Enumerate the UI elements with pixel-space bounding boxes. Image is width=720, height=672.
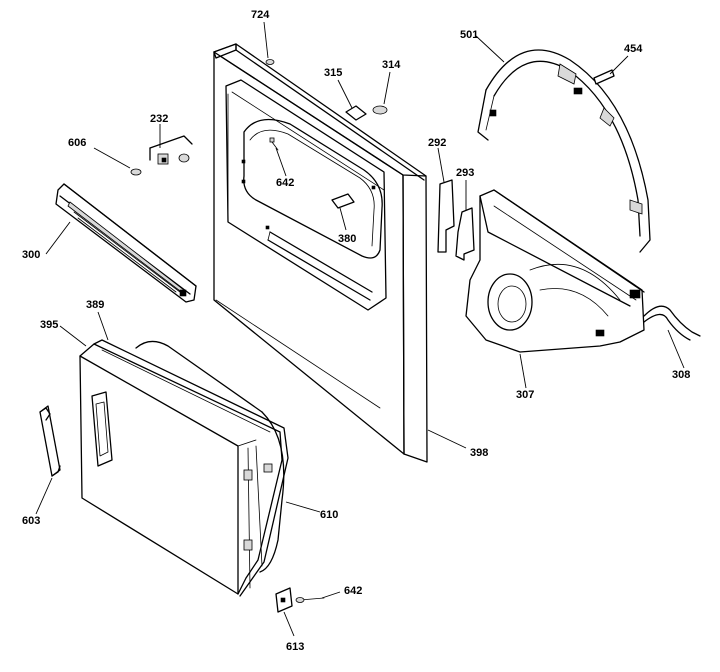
fasteners: [265, 59, 388, 209]
label-603: 603: [22, 515, 40, 527]
label-232: 232: [150, 113, 168, 125]
door-handle: [39, 405, 61, 477]
door-strike-parts: [275, 587, 325, 613]
label-613: 613: [286, 641, 304, 653]
leader-lines: [35, 21, 685, 637]
part-labels: 724 315 314 501 454 232 606 292 293 642 …: [22, 9, 690, 653]
label-300: 300: [22, 249, 40, 261]
label-315: 315: [324, 67, 342, 79]
label-642-lower: 642: [344, 585, 362, 597]
retaining-clip: [593, 69, 615, 85]
door-assembly: [79, 339, 289, 597]
label-308: 308: [672, 369, 690, 381]
wire-harness: [643, 305, 701, 341]
label-606: 606: [68, 137, 86, 149]
label-610: 610: [320, 509, 338, 521]
label-724: 724: [251, 9, 270, 21]
front-bulkhead: [465, 189, 645, 353]
label-314: 314: [382, 59, 401, 71]
label-398: 398: [470, 447, 488, 459]
bulkhead-ring: [477, 49, 651, 253]
label-501: 501: [460, 29, 478, 41]
label-389: 389: [86, 299, 104, 311]
label-395: 395: [40, 319, 58, 331]
control-bezel: [55, 183, 197, 303]
label-454: 454: [624, 43, 643, 55]
label-380: 380: [338, 233, 356, 245]
label-293: 293: [456, 167, 474, 179]
hinge-brackets: [437, 179, 475, 261]
label-642-upper: 642: [276, 177, 294, 189]
label-292: 292: [428, 137, 446, 149]
front-panel: [213, 43, 428, 463]
label-307: 307: [516, 389, 534, 401]
control-parts: [130, 135, 193, 176]
